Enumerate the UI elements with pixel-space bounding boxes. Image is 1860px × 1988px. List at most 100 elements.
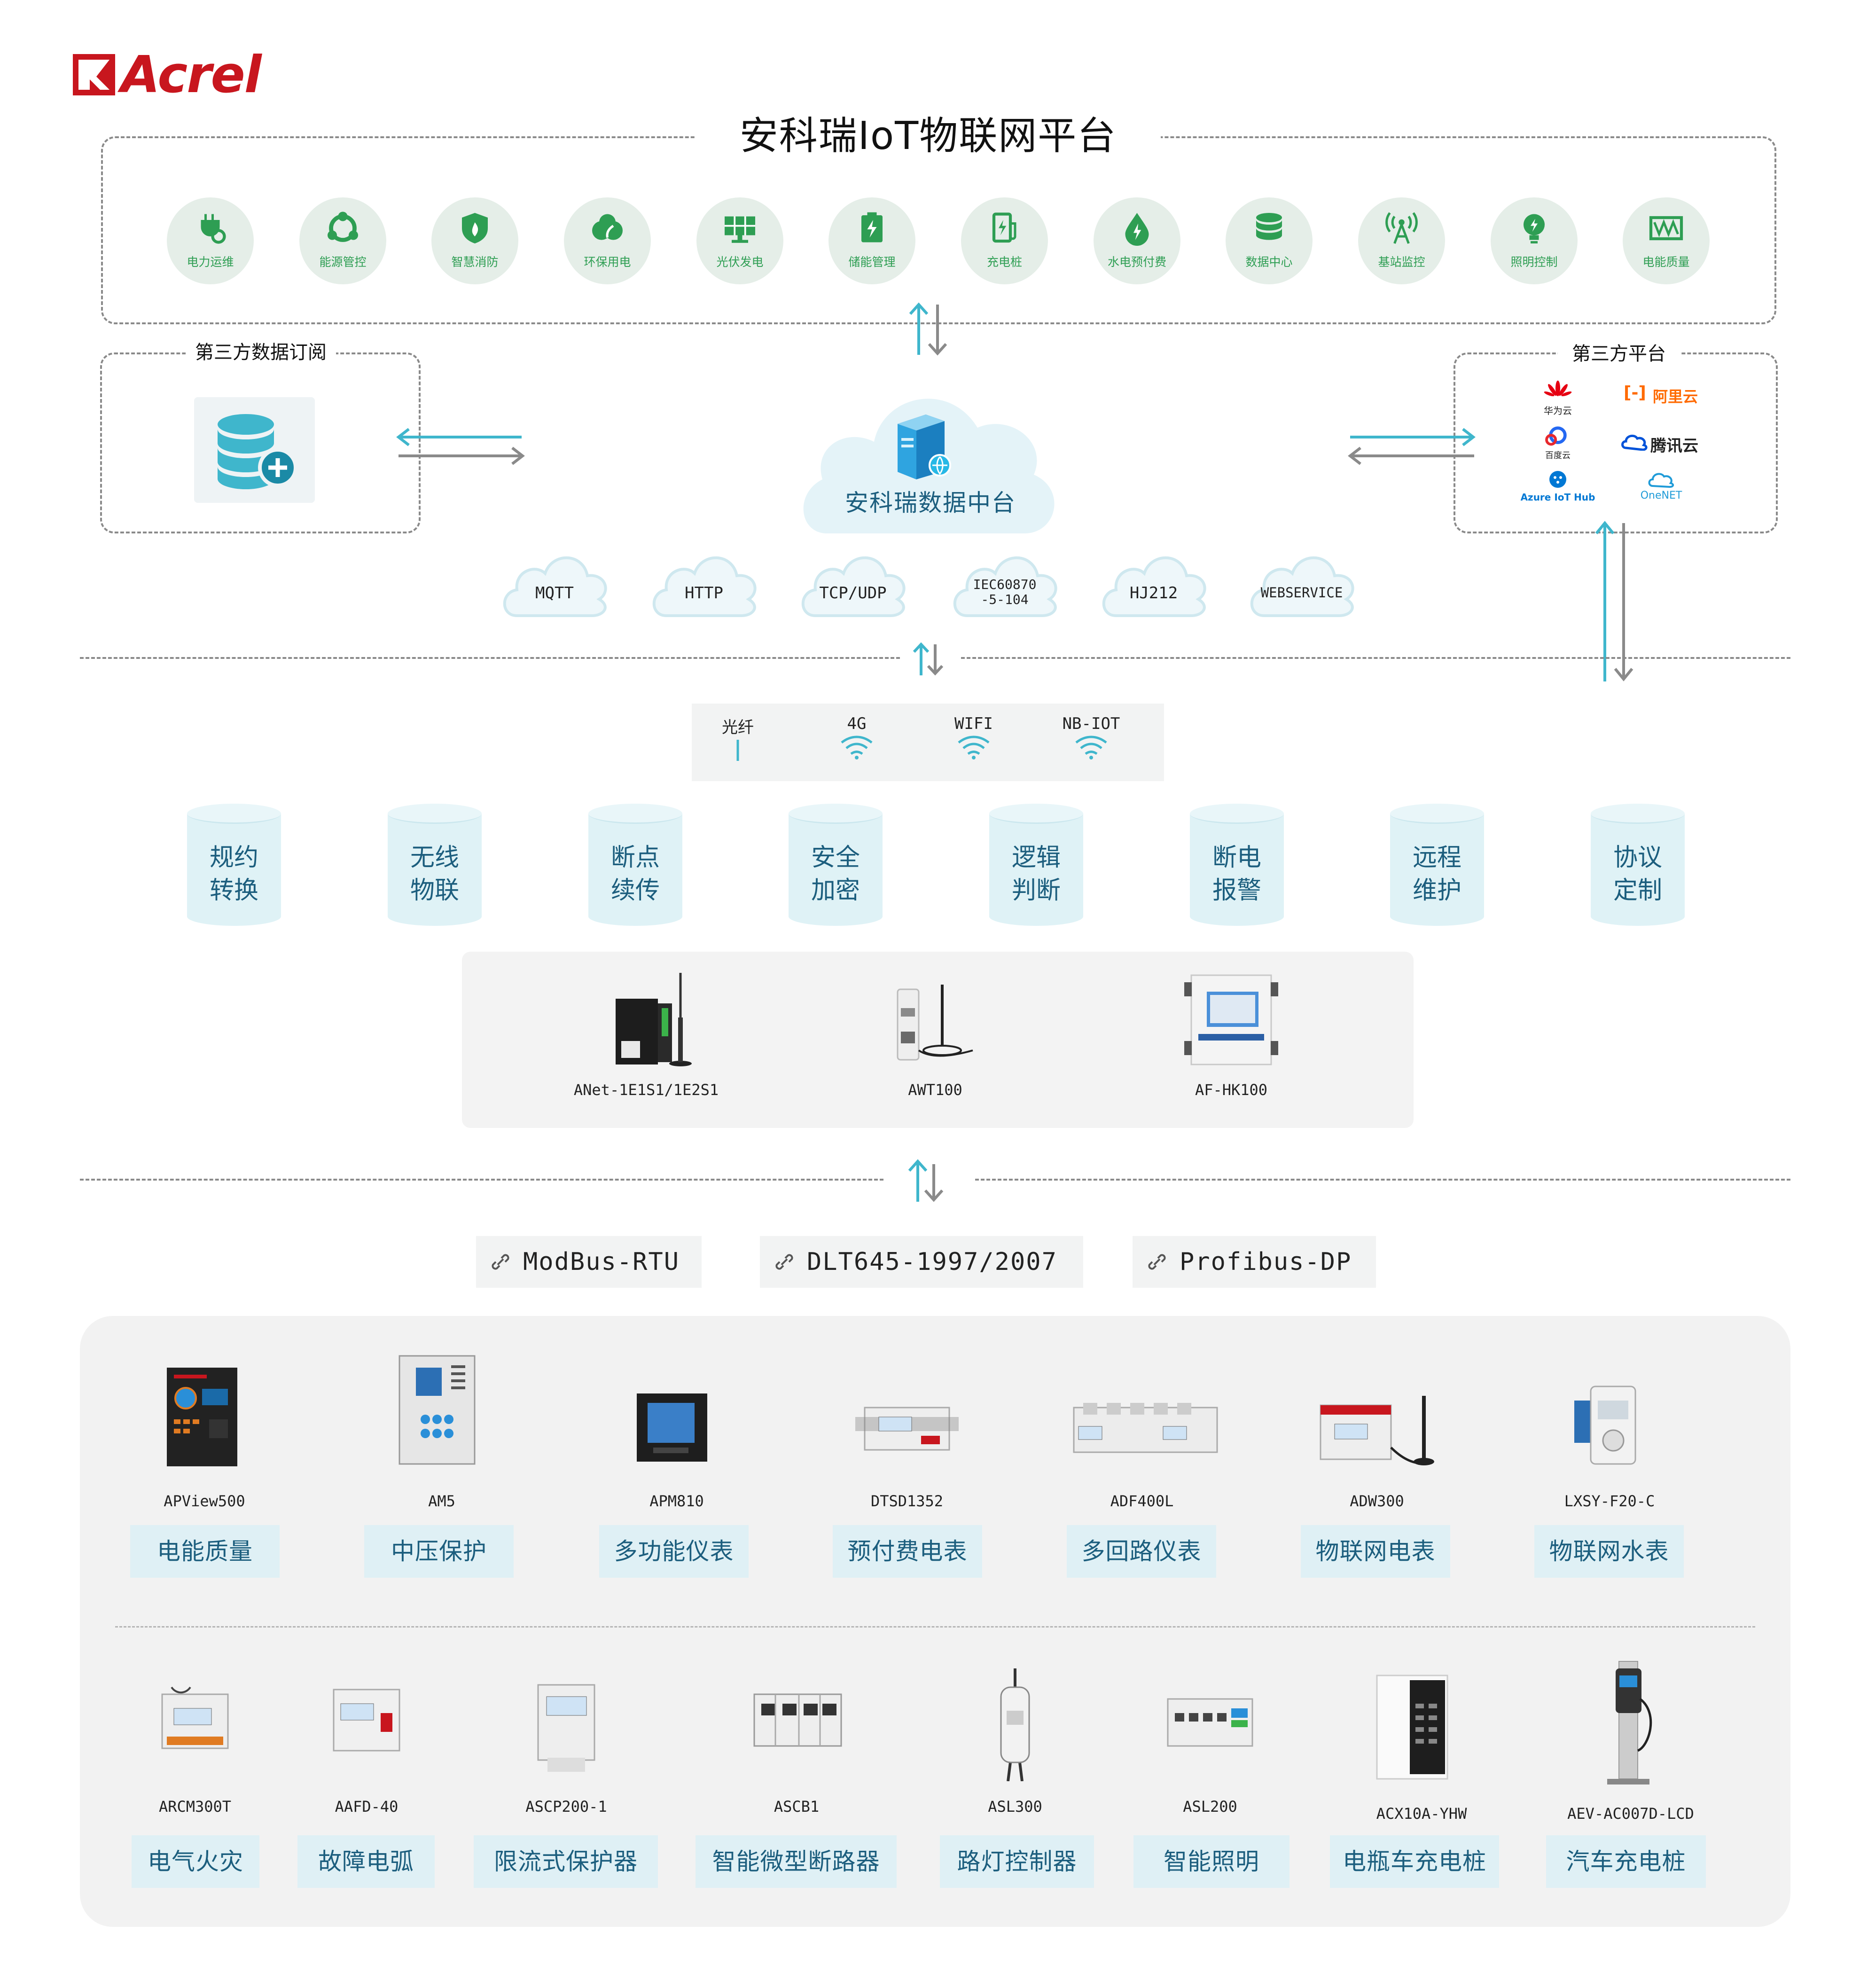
module-energy-control[interactable]: 能源管控: [299, 197, 386, 284]
tencent-cloud-icon: [1621, 434, 1648, 451]
ascb1-image: [753, 1693, 842, 1747]
feature-line1: 规约: [209, 844, 258, 872]
module-label: 电能质量: [1642, 255, 1690, 269]
comm-fiber: 光纤: [691, 714, 785, 770]
azure-iot-icon: [1549, 471, 1566, 488]
acrel-logo: Acrel: [73, 49, 270, 101]
server-icon: [898, 415, 951, 479]
feature-line2: 定制: [1613, 877, 1662, 905]
separator-line: [975, 1179, 1790, 1181]
baidu-cloud-name: 百度云: [1545, 451, 1571, 461]
device-category: 汽车充电桩: [1546, 1835, 1706, 1888]
asl200-image: [1167, 1698, 1253, 1747]
tencent-cloud-name: 腾讯云: [1650, 437, 1698, 455]
comm-label: 4G: [847, 714, 867, 733]
huawei-cloud-icon: [1544, 380, 1572, 397]
protocol-cloud-http: HTTP: [648, 545, 760, 620]
field-protocol-label: ModBus-RTU: [523, 1248, 680, 1276]
device-category: 智能照明: [1133, 1835, 1289, 1888]
gateway-name: AWT100: [908, 1081, 962, 1099]
module-basestation[interactable]: 基站监控: [1358, 197, 1445, 284]
device-category: 智能微型断路器: [696, 1835, 897, 1888]
charger-icon: [992, 212, 1016, 243]
platform-modules: 电力运维 能源管控 智慧消防 环保用电 光伏发电 储能管理 充电桩 水电预付费 …: [167, 197, 1710, 284]
energy-control-icon: [328, 211, 358, 242]
onenet-icon: [1648, 473, 1674, 488]
field-protocol-label: DLT645-1997/2007: [807, 1248, 1057, 1276]
fiber-icon: [736, 740, 739, 761]
device-category: 预付费电表: [833, 1525, 982, 1578]
arcm300t-image: [161, 1686, 229, 1749]
wifi-icon: [958, 736, 990, 759]
cloud-icon: [1102, 556, 1206, 617]
device-model: ASCP200-1: [525, 1798, 607, 1816]
feature-line1: 协议: [1613, 844, 1662, 872]
protocol-label: TCP/UDP: [819, 584, 887, 603]
protocol-label: MQTT: [535, 584, 574, 603]
module-lighting[interactable]: 照明控制: [1491, 197, 1578, 284]
eco-power-icon: [592, 214, 623, 240]
module-power-ops[interactable]: 电力运维: [167, 197, 254, 284]
waveform-icon: [1649, 216, 1683, 241]
module-label: 数据中心: [1245, 255, 1293, 269]
module-power-quality[interactable]: 电能质量: [1623, 197, 1710, 284]
device-model: APView500: [164, 1492, 245, 1510]
comm-4g: 4G: [810, 714, 904, 766]
power-ops-icon: [201, 214, 226, 244]
device-category: 中压保护: [364, 1525, 514, 1578]
feature-line1: 断电: [1212, 844, 1261, 872]
device-model: APM810: [649, 1492, 704, 1510]
device-model: LXSY-F20-C: [1564, 1492, 1655, 1510]
module-fire[interactable]: 智慧消防: [431, 197, 518, 284]
subscription-title: 第三方数据订阅: [186, 338, 336, 367]
water-drop-icon: [1125, 213, 1149, 246]
comm-nbiot: NB-IOT: [1044, 714, 1138, 766]
tencent-cloud-logo: 腾讯云: [1620, 430, 1714, 456]
module-charger[interactable]: 充电桩: [961, 197, 1048, 284]
af-hk100-image: [1184, 974, 1278, 1065]
baidu-cloud-logo: 百度云: [1537, 425, 1579, 463]
sync-arrows: [908, 1159, 944, 1202]
feature-line2: 维护: [1412, 877, 1461, 905]
cloud-icon: [1250, 556, 1354, 617]
device-category: 电气火灾: [132, 1835, 259, 1888]
gateway-name: AF-HK100: [1195, 1081, 1268, 1099]
protocol-label: IEC60870 -5-104: [973, 577, 1037, 607]
feature-line1: 逻辑: [1011, 844, 1061, 872]
huawei-cloud-logo: 华为云: [1534, 380, 1581, 417]
feature-line2: 转换: [209, 877, 258, 905]
aliyun-icon: [-]: [1624, 383, 1646, 402]
apm810-image: [637, 1393, 707, 1462]
aliyun-logo: [-] 阿里云: [1624, 383, 1708, 407]
device-model: ADW300: [1350, 1492, 1404, 1510]
huawei-cloud-name: 华为云: [1544, 405, 1572, 416]
wifi-icon: [841, 736, 873, 759]
module-label: 智慧消防: [451, 255, 499, 269]
module-datacenter[interactable]: 数据中心: [1226, 197, 1313, 284]
device-model: ASL200: [1183, 1798, 1237, 1816]
device-model: ACX10A-YHW: [1376, 1805, 1467, 1823]
module-solar[interactable]: 光伏发电: [696, 197, 783, 284]
device-category: 故障电弧: [297, 1835, 435, 1888]
device-model: ASL300: [988, 1798, 1042, 1816]
azure-iot-name: Azure IoT Hub: [1520, 492, 1595, 503]
aev-car-charger-image: [1607, 1661, 1652, 1785]
third-party-vertical-arrows: [1595, 521, 1633, 681]
link-icon: [492, 1254, 509, 1270]
lxsy-water-meter-image: [1574, 1385, 1636, 1465]
module-label: 环保用电: [584, 255, 631, 269]
acrel-mark-icon: [73, 54, 115, 95]
separator-line: [80, 1179, 883, 1181]
awt100-image: [897, 985, 973, 1061]
module-eco-power[interactable]: 环保用电: [564, 197, 651, 284]
device-model: AM5: [428, 1492, 455, 1510]
battery-icon: [861, 212, 883, 243]
link-icon: [1148, 1254, 1166, 1270]
protocol-cloud-iec: IEC60870 -5-104: [948, 545, 1061, 620]
module-storage[interactable]: 储能管理: [828, 197, 915, 284]
acx10a-charger-image: [1376, 1675, 1448, 1780]
link-icon: [775, 1254, 793, 1270]
comm-label: WIFI: [954, 714, 993, 733]
platform-sync-arrows: [909, 302, 947, 356]
module-prepaid[interactable]: 水电预付费: [1094, 197, 1180, 284]
